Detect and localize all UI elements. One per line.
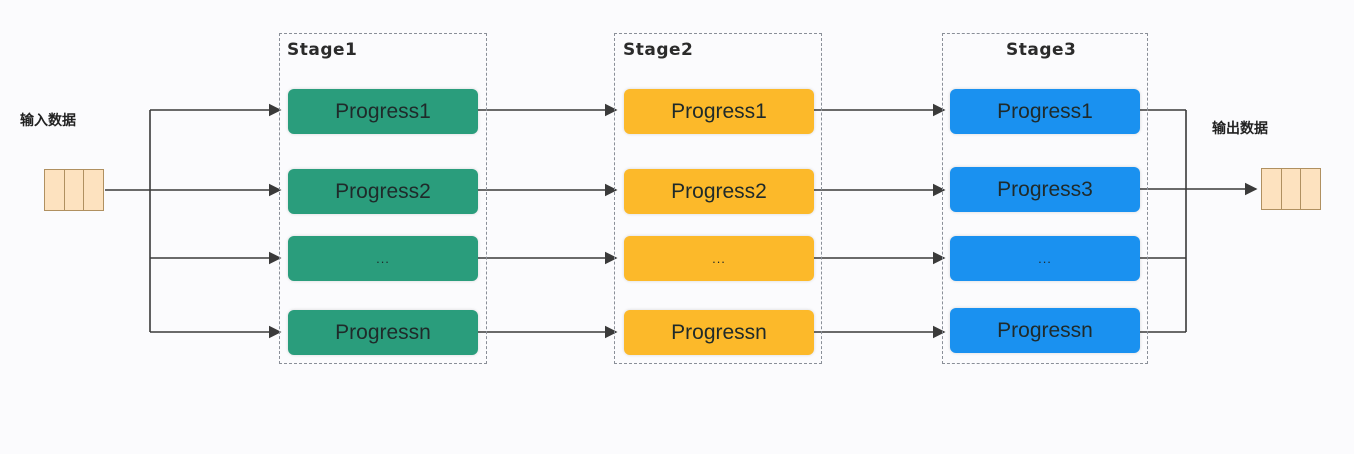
stage1-process-n: Progressn [288,310,478,355]
stage3-process-ellipsis: ... [950,236,1140,281]
stage1-container [279,33,487,364]
stage1-process-1: Progress1 [288,89,478,134]
stage2-container [614,33,822,364]
stage2-process-ellipsis: ... [624,236,814,281]
stage2-process-1: Progress1 [624,89,814,134]
stage3-container [942,33,1148,364]
output-queue-icon [1261,168,1321,210]
input-queue-icon [44,169,104,211]
stage3-title: Stage3 [1006,40,1077,60]
stage1-process-2: Progress2 [288,169,478,214]
input-label: 输入数据 [20,113,76,129]
stage1-title: Stage1 [287,40,358,60]
stage2-process-2: Progress2 [624,169,814,214]
stage2-title: Stage2 [623,40,694,60]
stage3-process-2: Progress3 [950,167,1140,212]
stage2-process-n: Progressn [624,310,814,355]
stage3-process-1: Progress1 [950,89,1140,134]
stage3-process-n: Progressn [950,308,1140,353]
stage1-process-ellipsis: ... [288,236,478,281]
output-label: 输出数据 [1212,121,1268,137]
